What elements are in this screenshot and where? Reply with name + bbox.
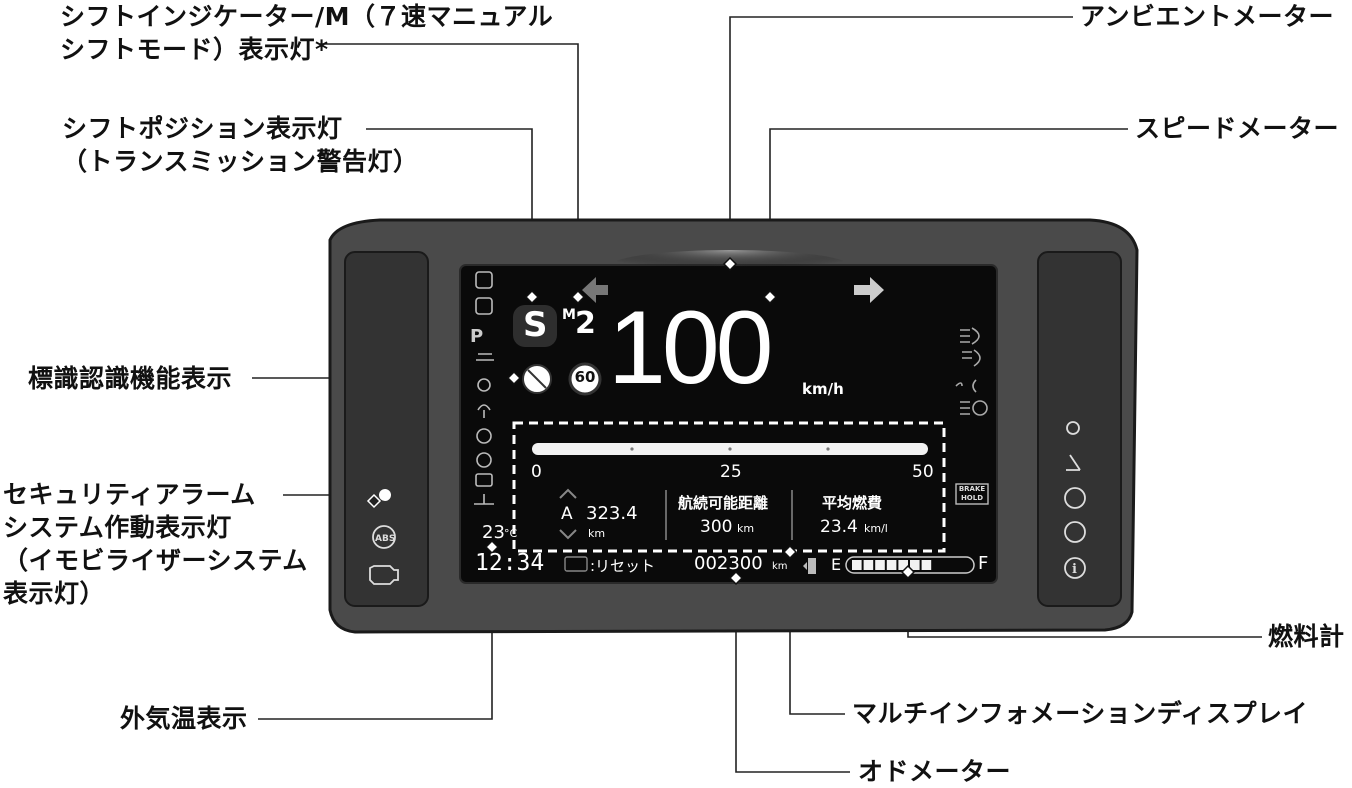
info-icon (1064, 557, 1086, 579)
fuel-segment (898, 560, 908, 570)
brake-hold-indicator: BRAKE HOLD (958, 485, 986, 502)
fuel-gauge-fill (852, 560, 932, 570)
trip-value: 323.4 (586, 503, 638, 524)
fuel-econ-value: 23.4 (820, 517, 858, 537)
clock: 12:34 (475, 550, 545, 576)
fuel-segment (863, 560, 874, 570)
fuel-segment (910, 560, 920, 570)
callout-shift-position: シフトポジション表示灯 （トランスミッション警告灯） (62, 114, 419, 176)
svg-text:P: P (470, 326, 483, 347)
speed-value: 100 (608, 290, 774, 406)
multi-info-frame (512, 421, 946, 553)
fuel-econ-title: 平均燃費 (822, 494, 883, 512)
callout-odometer: オドメーター (858, 757, 1012, 786)
turn-left-arrow-icon (582, 277, 608, 303)
fuel-segment (921, 560, 932, 570)
trip-unit: km (588, 527, 606, 540)
security-indicator-dot (379, 489, 391, 501)
callout-speedometer: スピードメーター (1135, 114, 1340, 143)
turn-right-arrow-icon (854, 277, 884, 303)
reset-icon (564, 556, 588, 572)
svg-text:i: i (1072, 562, 1077, 577)
speed-limit-value: 60 (574, 368, 596, 386)
trip-label[interactable]: A (561, 504, 573, 524)
callout-sign-recognition: 標識認識機能表示 (28, 364, 233, 393)
trip-down-chevron-icon (559, 529, 577, 540)
bar-tick-50: 50 (912, 462, 934, 482)
outside-temp-value: 23 (482, 522, 505, 543)
callout-outside-temp: 外気温表示 (120, 704, 248, 733)
speed-unit: km/h (802, 380, 844, 398)
range-value: 300 (700, 517, 733, 537)
callout-ambient-meter: アンビエントメーター (1080, 2, 1335, 31)
odometer-unit: km (772, 561, 788, 572)
callout-fuel-gauge: 燃料計 (1268, 622, 1345, 651)
odometer-value: 002300 (694, 553, 763, 574)
fuel-full-label: F (978, 553, 989, 574)
outside-temp-unit: °C (504, 527, 518, 540)
brake-system-icon (1064, 521, 1086, 543)
callout-security-alarm: セキュリティアラーム システム作動表示灯 （イモビライザーシステム 表示灯） (3, 480, 308, 608)
brake-hold-box (955, 483, 989, 505)
callout-multi-info: マルチインフォメーションディスプレイ (852, 699, 1309, 728)
svg-text:ABS: ABS (375, 534, 395, 544)
speed-limit-sign (568, 362, 602, 396)
airbag-icon (1066, 421, 1080, 435)
fuel-empty-label: E (831, 555, 842, 574)
reset-label[interactable]: :リセット (590, 557, 656, 575)
gear-position-box (513, 305, 557, 347)
brake-warning-icon (1064, 487, 1086, 509)
gear-position: S (523, 305, 548, 345)
manual-gear: 2 (575, 306, 596, 341)
light-icons-right (955, 327, 988, 416)
check-engine-icon (369, 565, 399, 585)
fuel-segment (852, 560, 862, 570)
manual-mode-m: M (562, 307, 576, 323)
callout-shift-indicator: シフトインジケーター/M（７速マニュアル シフトモード）表示灯* (60, 2, 554, 64)
seatbelt-icon (1066, 454, 1081, 471)
range-title: 航続可能距離 (678, 494, 769, 512)
fuel-segment (875, 560, 885, 570)
range-unit: km (737, 522, 755, 535)
bar-tick-25: 25 (720, 462, 742, 482)
fuel-pump-icon (803, 558, 816, 574)
fuel-econ-unit: km/l (864, 522, 888, 535)
left-pod (344, 251, 429, 607)
warning-icons-left: P (470, 271, 494, 505)
trip-up-chevron-icon (559, 488, 577, 499)
fuel-segment (886, 560, 897, 570)
left-pod-icons: ABS (369, 489, 399, 585)
bar-tick-0: 0 (531, 462, 542, 482)
abs-icon (372, 525, 396, 549)
right-pod-icons: i (1064, 421, 1086, 579)
